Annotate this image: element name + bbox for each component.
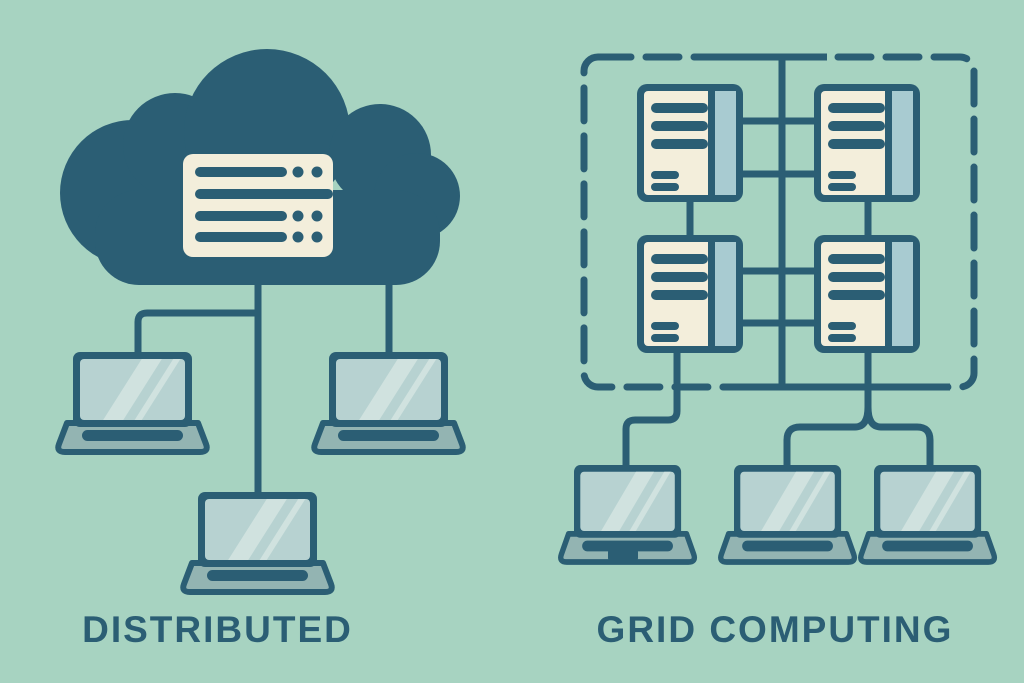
label-grid-computing: GRID COMPUTING: [596, 609, 954, 650]
connector-to-middle-laptop: [783, 351, 872, 467]
server-node-icon: [814, 84, 920, 202]
laptop-icon: [561, 449, 695, 562]
grid-diagram: [561, 53, 995, 562]
server-node-icon: [637, 84, 743, 202]
server-rack-icon: [183, 154, 333, 257]
distributed-diagram: [58, 49, 463, 592]
label-distributed: DISTRIBUTED: [82, 609, 353, 650]
laptop-icon: [861, 449, 995, 562]
laptop-icon: [314, 335, 463, 452]
server-node-icon: [637, 235, 743, 353]
laptop-icon: [58, 335, 207, 452]
laptop-icon: [183, 475, 332, 592]
connector-to-left-laptop: [622, 351, 681, 467]
laptop-icon: [721, 449, 855, 562]
server-node-icon: [814, 235, 920, 353]
laptop-base-notch: [608, 550, 638, 560]
connector-to-right-laptop: [864, 406, 934, 467]
connector-branch-to-left-laptop: [134, 309, 258, 354]
